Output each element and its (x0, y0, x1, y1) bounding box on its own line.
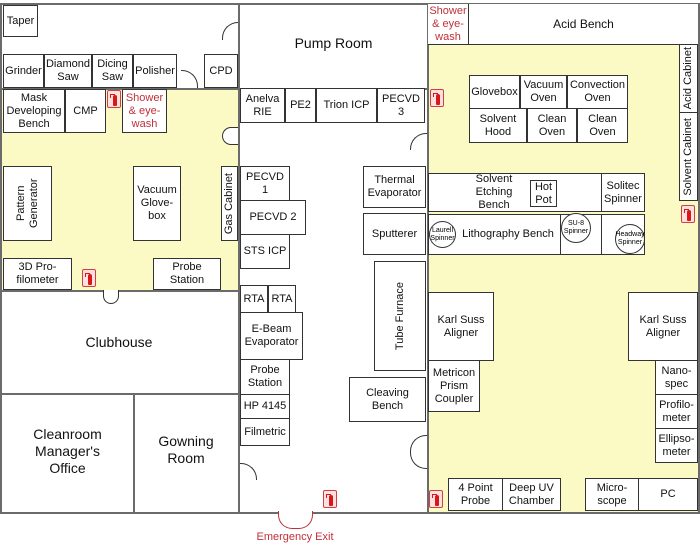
karl-suss-aligner-right[interactable]: Karl Suss Aligner (628, 292, 698, 361)
rta-1[interactable]: RTA (240, 285, 268, 313)
su8-spinner[interactable]: SU-8 Spinner (561, 213, 591, 243)
fire-extinguisher-icon (429, 490, 443, 508)
emergency-exit-label: Emergency Exit (256, 531, 334, 543)
sts-icp[interactable]: STS ICP (240, 234, 290, 269)
door[interactable] (222, 127, 238, 145)
vacuum-oven[interactable]: Vacuum Oven (520, 75, 567, 109)
tube-furnace[interactable]: Tube Furnace (374, 261, 426, 371)
microscope[interactable]: Micro-scope (585, 478, 639, 511)
pecvd-1[interactable]: PECVD 1 (240, 166, 290, 201)
room-label-manager-office: Cleanroom Manager's Office (33, 425, 102, 476)
profilometer[interactable]: Profilo-meter (655, 394, 698, 429)
hot-pot[interactable]: Hot Pot (530, 180, 557, 207)
metricon-prism-coupler[interactable]: Metricon Prism Coupler (428, 360, 480, 412)
door[interactable] (103, 290, 119, 304)
cleaving-bench[interactable]: Cleaving Bench (349, 377, 426, 422)
acid-cabinet[interactable]: Acid Cabinet (679, 44, 698, 113)
anelva-rie[interactable]: Anelva RIE (240, 88, 285, 123)
shower-eyewash-right[interactable]: Shower & eye-wash (428, 4, 469, 45)
emergency-exit-door[interactable] (278, 511, 313, 529)
cpd[interactable]: CPD (204, 54, 238, 88)
fire-extinguisher-icon (430, 89, 444, 107)
laurell-spinner[interactable]: Laurell Spinner (429, 221, 456, 248)
probe-station-center[interactable]: Probe Station (240, 359, 290, 395)
pe2[interactable]: PE2 (285, 88, 316, 123)
deep-uv-chamber[interactable]: Deep UV Chamber (502, 478, 561, 511)
pattern-generator-label: Pattern Generator (14, 178, 40, 229)
pecvd-2[interactable]: PECVD 2 (240, 200, 306, 235)
cmp[interactable]: CMP (65, 89, 106, 133)
room-label-clubhouse: Clubhouse (85, 333, 153, 350)
solvent-hood[interactable]: Solvent Hood (469, 108, 527, 143)
acid-cabinet-label: Acid Cabinet (682, 47, 694, 110)
hp-4145[interactable]: HP 4145 (240, 394, 290, 419)
sputterer[interactable]: Sputterer (363, 213, 426, 255)
solvent-cabinet-label: Solvent Cabinet (682, 117, 694, 196)
grinder[interactable]: Grinder (3, 54, 44, 88)
karl-suss-aligner-left[interactable]: Karl Suss Aligner (428, 292, 494, 361)
solvent-cabinet[interactable]: Solvent Cabinet (679, 112, 698, 201)
trion-icp[interactable]: Trion ICP (316, 88, 377, 123)
tube-furnace-label: Tube Furnace (393, 281, 406, 351)
e-beam-evaporator[interactable]: E-Beam Evaporator (240, 312, 303, 360)
pc[interactable]: PC (638, 478, 698, 511)
thermal-evaporator[interactable]: Thermal Evaporator (363, 166, 426, 208)
rta-2[interactable]: RTA (268, 285, 296, 313)
shower-eyewash[interactable]: Shower & eye-wash (122, 89, 167, 133)
clean-oven-2[interactable]: Clean Oven (577, 108, 628, 143)
glovebox[interactable]: Glovebox (469, 75, 520, 109)
room-label-pump: Pump Room (294, 34, 373, 51)
ellipsometer[interactable]: Ellipso-meter (655, 428, 698, 463)
filmetric[interactable]: Filmetric (240, 418, 290, 446)
fire-extinguisher-icon (107, 90, 121, 108)
door[interactable] (410, 133, 427, 150)
headway-spinner[interactable]: Headway Spinner (615, 224, 645, 254)
3d-profilometer[interactable]: 3D Pro-filometer (3, 258, 72, 290)
four-point-probe[interactable]: 4 Point Probe (448, 478, 503, 511)
convection-oven[interactable]: Convection Oven (567, 75, 628, 109)
fire-extinguisher-icon (82, 269, 96, 287)
room-label-gowning: Gowning Room (158, 433, 214, 466)
mask-developing-bench[interactable]: Mask Developing Bench (3, 89, 65, 133)
fire-extinguisher-icon (323, 490, 337, 508)
probe-station-left[interactable]: Probe Station (153, 258, 221, 290)
nanospec[interactable]: Nano-spec (655, 360, 698, 395)
solitec-spinner[interactable]: Solitec Spinner (601, 173, 645, 212)
pattern-generator[interactable]: Pattern Generator (3, 166, 52, 241)
solvent-etching-bench-label: Solvent Etching Bench (475, 173, 513, 211)
diamond-saw[interactable]: Diamond Saw (44, 54, 92, 88)
gas-cabinet-label: Gas Cabinet (223, 172, 235, 235)
acid-bench[interactable]: Acid Bench (468, 4, 698, 45)
vacuum-glovebox[interactable]: Vacuum Glove-box (133, 166, 181, 241)
dicing-saw[interactable]: Dicing Saw (92, 54, 133, 88)
clean-oven-1[interactable]: Clean Oven (527, 108, 577, 143)
polisher[interactable]: Polisher (133, 54, 177, 88)
gas-cabinet[interactable]: Gas Cabinet (221, 166, 238, 241)
taper[interactable]: Taper (3, 5, 38, 37)
pecvd-3[interactable]: PECVD 3 (377, 88, 425, 123)
solvent-etching-bench[interactable]: Solvent Etching Bench (428, 173, 602, 212)
fire-extinguisher-icon (681, 205, 695, 223)
lithography-bench[interactable]: Lithography Bench (428, 214, 561, 255)
